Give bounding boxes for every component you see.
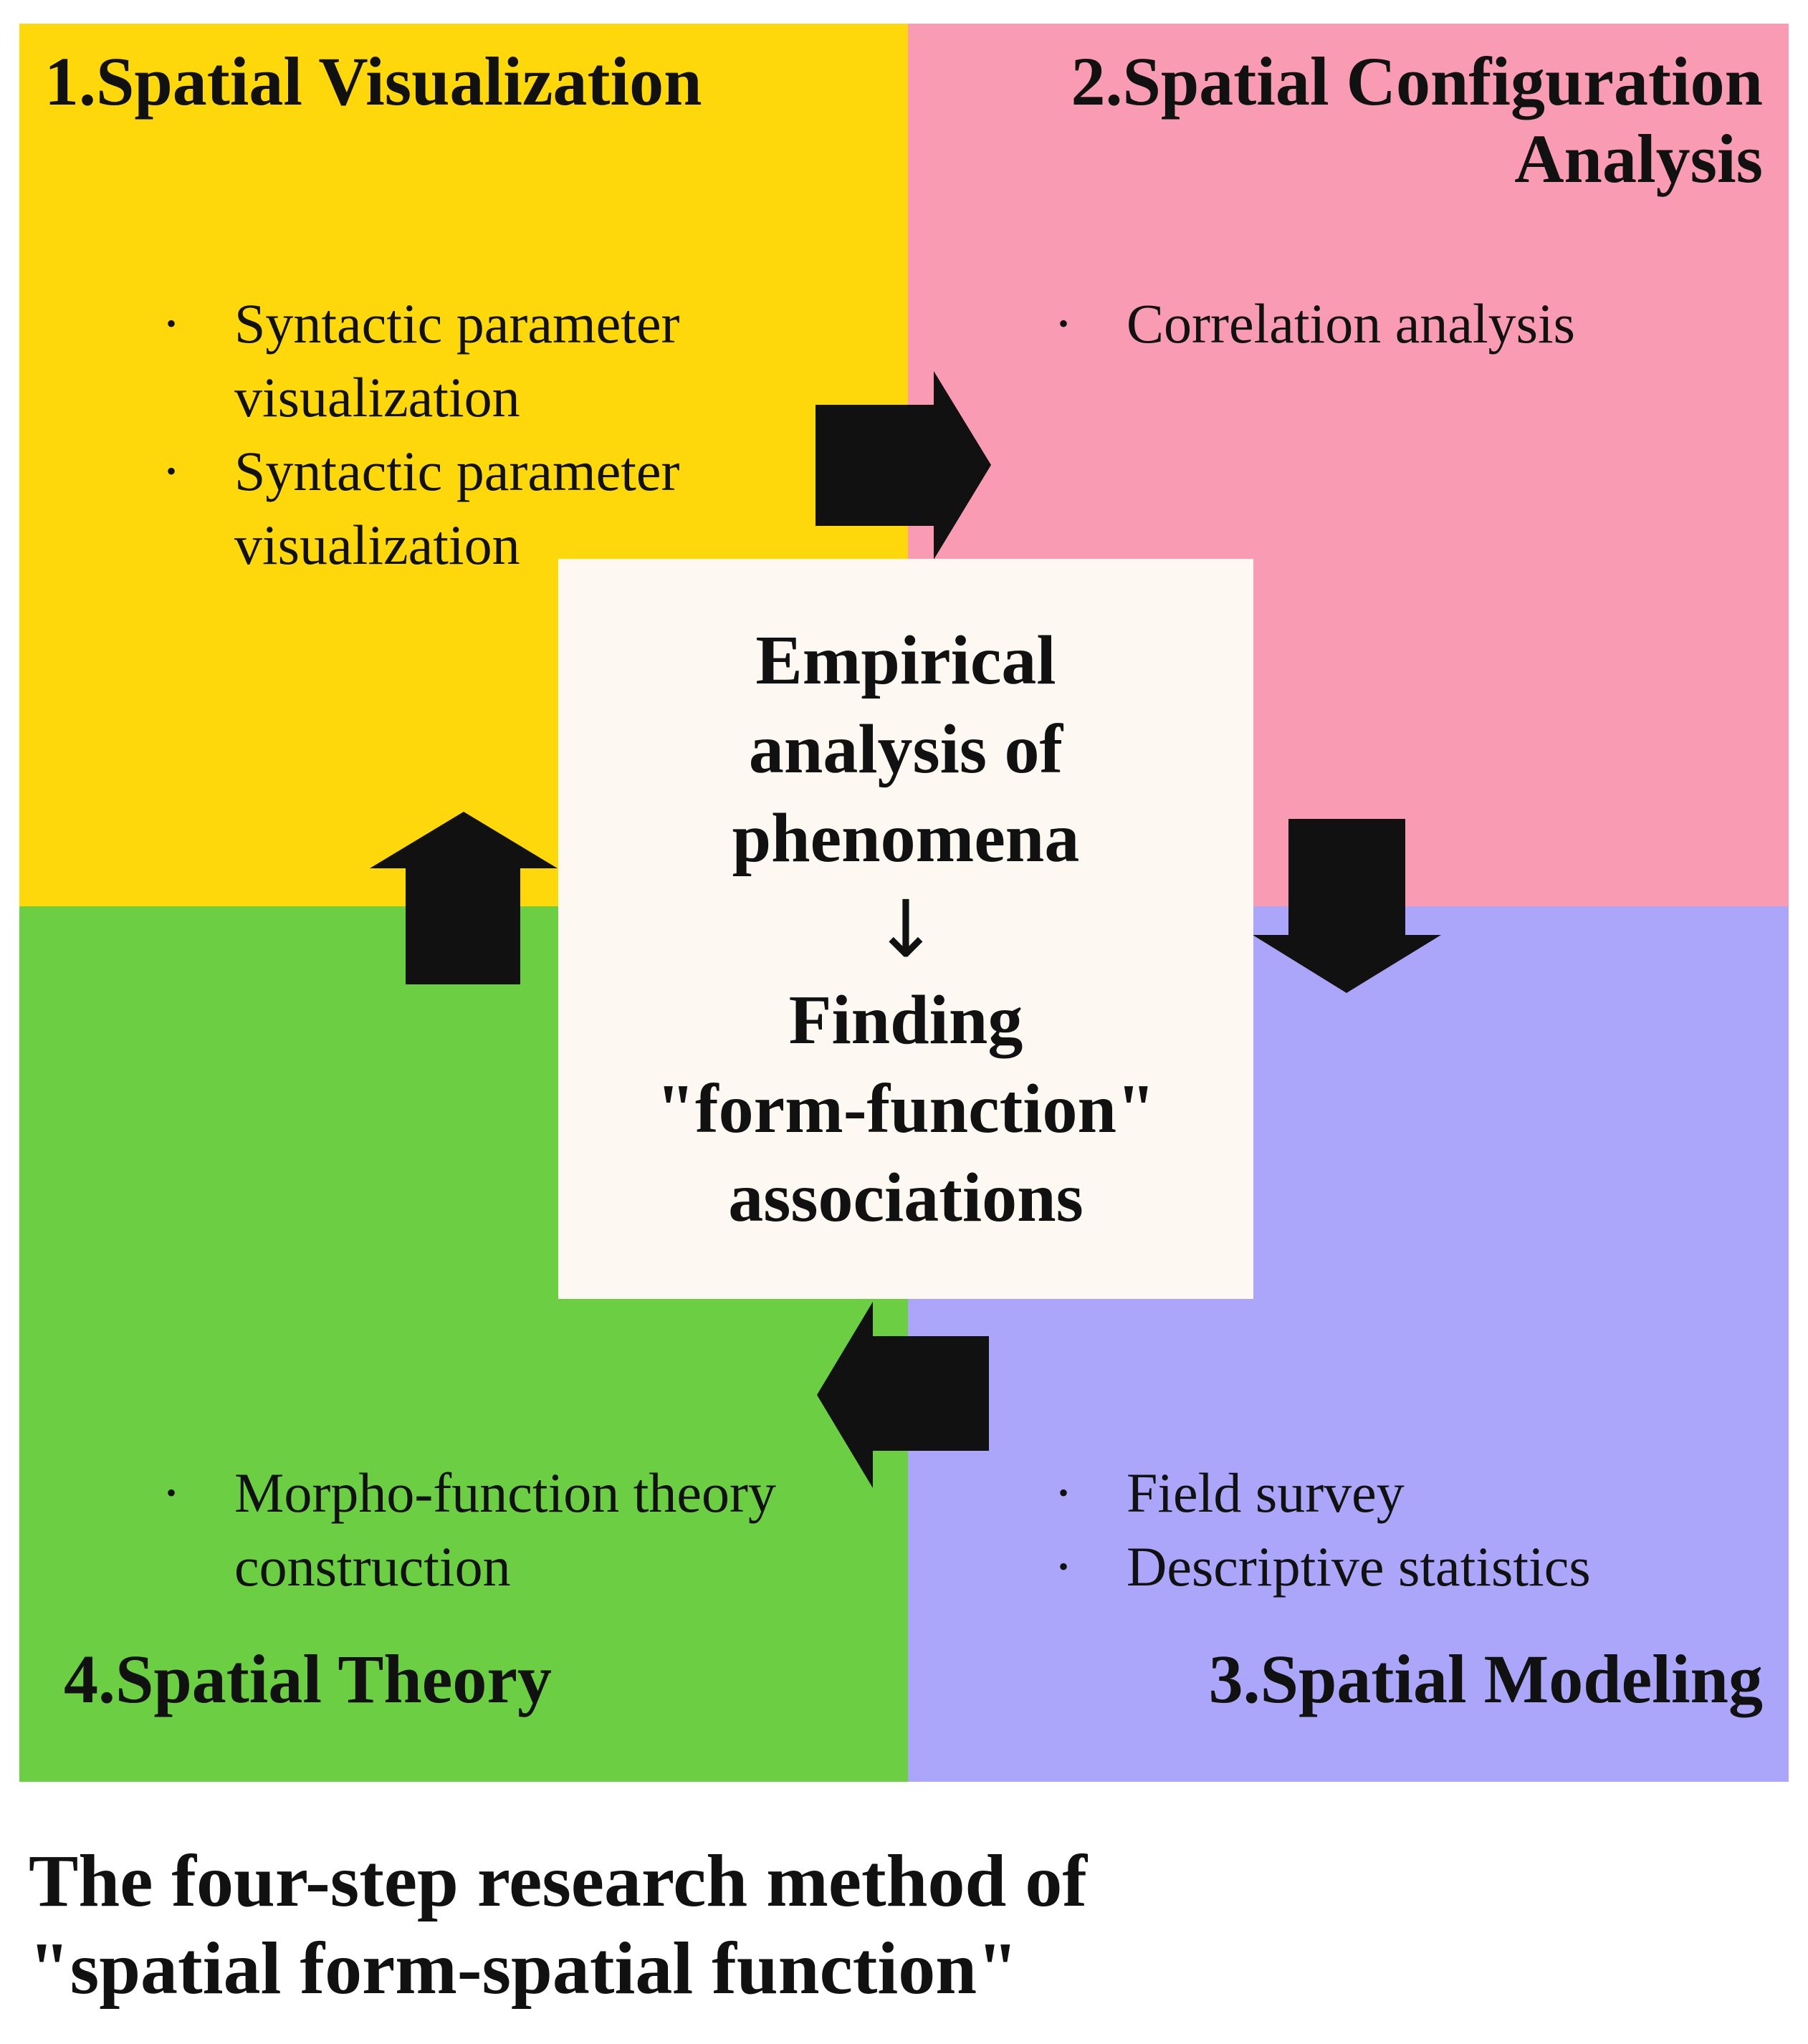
arrow-left-icon (817, 1302, 989, 1488)
caption-line-1: The four-step research method of (29, 1840, 1087, 1922)
arrow-right-icon (815, 371, 991, 560)
q4-bullet-list: •Morpho-function theory construction (166, 1456, 865, 1603)
arrow-up-icon (370, 812, 558, 984)
q2-title-line2: Analysis (1514, 120, 1763, 198)
list-item: •Morpho-function theory construction (166, 1462, 777, 1598)
figure-caption: The four-step research method of "spatia… (29, 1838, 1777, 2012)
list-item-text: Syntactic parameter visualization (234, 292, 680, 428)
q3-title: 3.Spatial Modeling (1208, 1641, 1763, 1717)
center-line-1: Empirical (755, 621, 1056, 699)
center-line-3: phenomena (732, 799, 1080, 877)
list-item: •Descriptive statistics (1058, 1535, 1591, 1598)
q2-title-line1: 2.Spatial Configuration (1071, 43, 1763, 120)
center-box: Empirical analysis of phenomena ↓ Findin… (558, 559, 1253, 1299)
list-item-text: Syntactic parameter visualization (234, 440, 680, 576)
list-item-text: Field survey (1127, 1462, 1405, 1524)
q1-bullet-list: •Syntactic parameter visualization •Synt… (166, 287, 879, 582)
q2-title: 2.Spatial Configuration Analysis (932, 43, 1763, 198)
list-item: •Field survey (1058, 1462, 1405, 1524)
q4-title: 4.Spatial Theory (64, 1641, 552, 1717)
q3-bullet-list: •Field survey •Descriptive statistics (1058, 1456, 1757, 1603)
q2-bullet-list: •Correlation analysis (1058, 287, 1757, 360)
list-item: •Syntactic parameter visualization (166, 292, 680, 428)
center-line-2: analysis of (748, 710, 1063, 788)
list-item-text: Descriptive statistics (1127, 1535, 1591, 1598)
center-line-6: associations (728, 1158, 1084, 1237)
center-line-4: Finding (788, 981, 1023, 1059)
list-item-text: Correlation analysis (1127, 292, 1576, 355)
caption-line-2: "spatial form-spatial function" (29, 1927, 1018, 2010)
arrow-down-icon (1253, 819, 1441, 993)
center-down-arrow-icon: ↓ (872, 883, 939, 975)
list-item: •Correlation analysis (1058, 292, 1576, 355)
list-item: •Syntactic parameter visualization (166, 440, 680, 576)
q1-title: 1.Spatial Visualization (44, 43, 702, 120)
center-line-5: "form-function" (656, 1070, 1156, 1148)
list-item-text: Morpho-function theory construction (234, 1462, 777, 1598)
